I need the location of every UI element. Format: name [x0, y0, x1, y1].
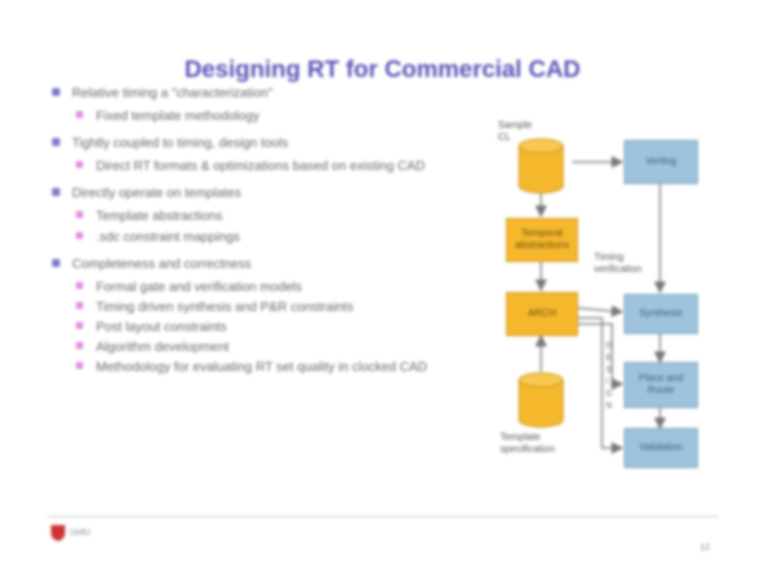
bullet-3: Directly operate on templates	[50, 184, 480, 201]
rt-node: ARCH	[506, 292, 578, 336]
timing-verification-label: Timing verification	[594, 252, 642, 275]
sub-bullet-3-2: .sdc constraint mappings	[50, 228, 480, 245]
sub-bullet-2-1: Direct RT formats & optimizations based …	[50, 157, 480, 174]
sub-bullet-4-3: Post layout constraints	[50, 318, 480, 335]
temporal-abstractions-label: Temporal abstractions	[515, 228, 569, 251]
sub-bullet-4-2: Timing driven synthesis and P&R constrai…	[50, 298, 480, 315]
footer-divider	[48, 516, 718, 517]
sample-label: Sample CL	[498, 120, 532, 143]
sub-bullet-4-4: Algorithm development	[50, 338, 480, 355]
sample-cylinder-icon	[518, 138, 564, 194]
sub-bullet-3-1: Template abstractions	[50, 207, 480, 224]
arrow-rt-to-pnr	[578, 323, 624, 390]
sub-bullet-1-1: Fixed template methodology	[50, 107, 480, 124]
validation-node: Validation	[624, 428, 698, 468]
verilog-node: Verilog	[624, 140, 698, 184]
arrow-rt-to-validation	[578, 317, 624, 454]
place-and-route-node: Place and Route	[624, 362, 698, 408]
sub-bullet-4-1: Formal gate and verification models	[50, 278, 480, 295]
template-cylinder-icon	[518, 372, 564, 428]
place-and-route-label: Place and Route	[638, 373, 684, 396]
template-specification-label: Template specification	[500, 432, 556, 455]
sub-bullet-4-5: Methodology for evaluating RT set qualit…	[50, 358, 480, 375]
slide-title: Designing RT for Commercial CAD	[184, 56, 581, 83]
temporal-abstractions-node: Temporal abstractions	[506, 218, 578, 262]
university-shield-icon	[51, 525, 65, 541]
synthesis-node: Synthesis	[624, 294, 698, 334]
page-number: 12	[700, 542, 711, 552]
bullet-list: Relative timing a "characterization" Fix…	[50, 84, 480, 375]
bullet-2: Tightly coupled to timing, design tools	[50, 134, 480, 151]
bullet-1: Relative timing a "characterization"	[50, 84, 480, 101]
bullet-4: Completeness and correctness	[50, 255, 480, 272]
arrow-rt-to-synthesis	[577, 305, 624, 318]
footer-logo-text: UofU	[70, 527, 91, 537]
design-side-letters: D E S I G N	[606, 341, 613, 410]
